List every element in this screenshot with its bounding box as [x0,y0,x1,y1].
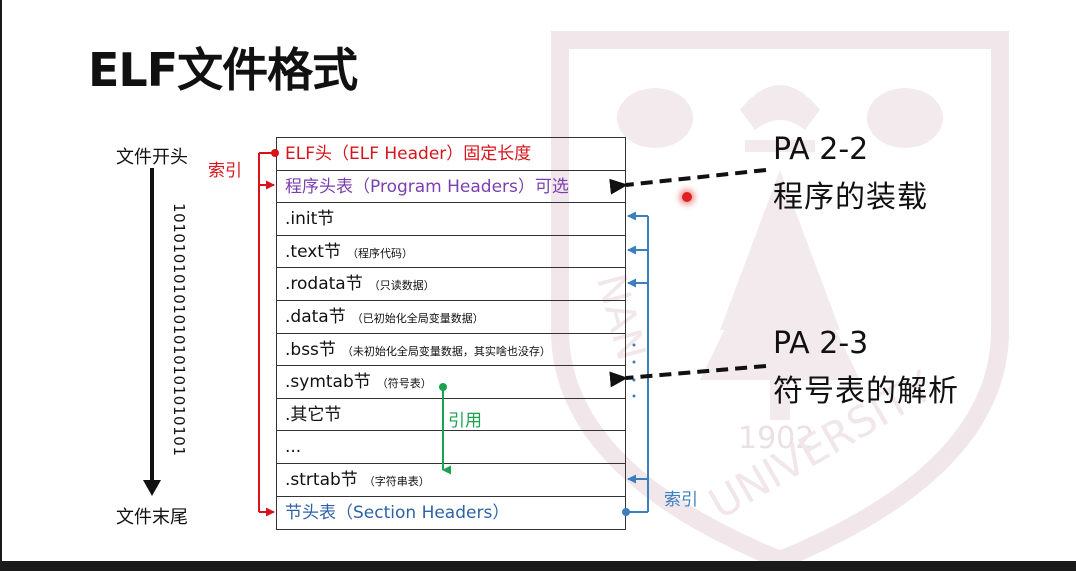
index-label-blue: 索引 [664,490,698,510]
init-section-row: .init节 [277,203,625,236]
elf-layout-table: ELF头（ELF Header）固定长度 程序头表（Program Header… [276,137,626,531]
row-label: .data节 [285,306,346,327]
file-start-label: 文件开头 [116,147,188,168]
row-label: .strtab节 [285,469,358,490]
slide-title: ELF文件格式 [88,43,358,97]
section-headers-row: 节头表（Section Headers） [277,497,625,530]
row-note: （未初始化全局变量数据，其实啥也没存） [341,344,551,358]
row-note: （只读数据） [368,279,435,293]
symtab-section-row: .symtab节 （符号表） [277,366,625,399]
data-section-row: .data节 （已初始化全局变量数据） [277,301,625,334]
row-label: .其它节 [285,404,342,425]
row-note: （符号表） [376,377,432,391]
row-label: .text节 [285,241,341,262]
strtab-section-row: .strtab节 （字符串表） [277,464,625,497]
pa-2-2-number: PA 2-2 [773,132,869,167]
row-label: ELF头（ELF Header）固定长度 [285,144,532,164]
pa-2-3-description: 符号表的解析 [773,374,959,409]
elf-header-row: ELF头（ELF Header）固定长度 [277,138,625,171]
left-frame-border [0,0,2,571]
row-label: .bss节 [285,339,336,360]
binary-stream: 1010101010101010101010101 [170,203,188,457]
pa-2-3-number: PA 2-3 [773,326,869,361]
row-label: .init节 [285,209,335,230]
row-note: （已初始化全局变量数据） [351,311,484,325]
laser-pointer-dot [682,192,692,202]
row-label: .symtab节 [285,372,371,393]
watermark-year: 1902 [738,421,814,456]
bss-section-row: .bss节 （未初始化全局变量数据，其实啥也没存） [277,334,625,367]
row-label: 节头表（Section Headers） [285,502,510,523]
file-end-label: 文件末尾 [116,507,188,528]
pa-2-2-dashed-arrow [609,168,767,195]
reference-label: 引用 [448,411,482,431]
other-sections-row: .其它节 [277,399,625,432]
row-note: （程序代码） [346,246,413,260]
row-label: ... [285,437,302,458]
bottom-frame-border [0,561,1076,571]
file-order-arrowhead [143,480,161,496]
ellipsis-row: ... [277,431,625,464]
row-label: .rodata节 [285,274,363,295]
text-section-row: .text节 （程序代码） [277,236,625,269]
rodata-section-row: .rodata节 （只读数据） [277,268,625,301]
row-note: （字符串表） [363,474,430,488]
pa-2-2-description: 程序的装载 [773,180,928,215]
index-label-red: 索引 [208,161,242,181]
row-label: 程序头表（Program Headers）可选 [285,176,569,197]
program-headers-row: 程序头表（Program Headers）可选 [277,171,625,204]
pa-2-3-dashed-arrow [609,364,767,388]
